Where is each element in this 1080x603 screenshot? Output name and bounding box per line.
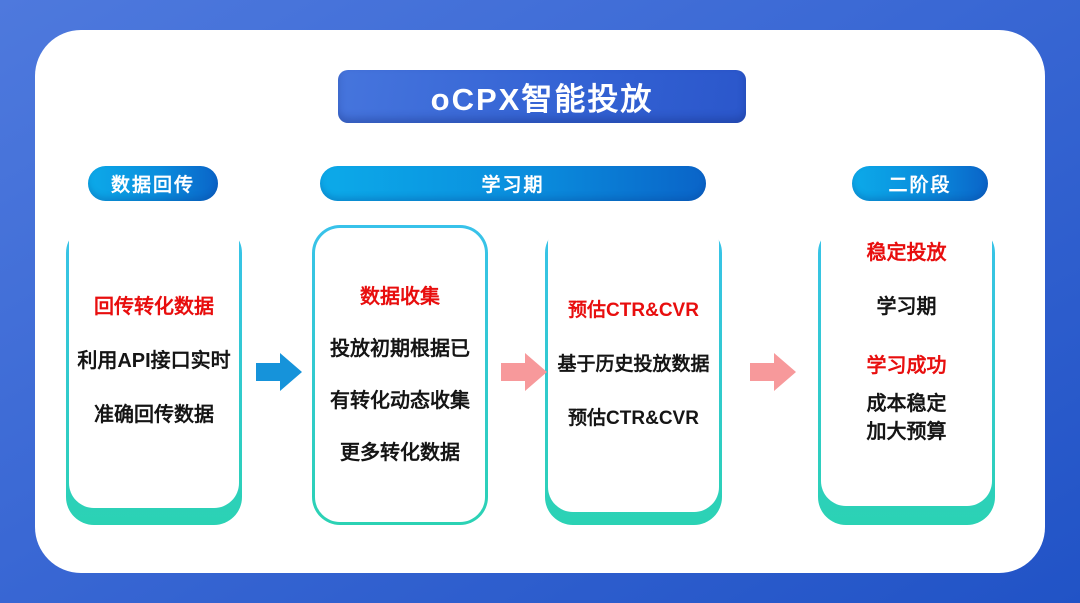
diagram-title: oCPX智能投放 <box>430 82 654 117</box>
box-text-line: 准确回传数据 <box>94 404 214 426</box>
box-text-line: 学习成功 <box>866 355 947 377</box>
box-text-line: 有转化动态收集 <box>330 390 470 412</box>
flow-box-content: 稳定投放学习期学习成功成本稳定加大预算 <box>821 212 992 506</box>
box-text-line: 投放初期根据已 <box>330 338 470 360</box>
stage-label-phase-two: 二阶段 <box>852 166 988 201</box>
stage-label-text: 数据回传 <box>110 175 195 196</box>
box-text-line: 利用API接口实时 <box>77 350 231 372</box>
flow-box-stable-delivery: 稳定投放学习期学习成功成本稳定加大预算 <box>818 212 995 525</box>
box-text-line: 回传转化数据 <box>94 296 214 318</box>
flow-box-content: 回传转化数据利用API接口实时准确回传数据 <box>69 214 239 508</box>
box-text-line: 预估CTR&CVR <box>568 300 699 321</box>
diagram-title-banner: oCPX智能投放 <box>338 70 746 123</box>
stage-label-text: 学习期 <box>481 175 545 196</box>
right-arrow-icon <box>256 353 302 391</box>
flow-box-data-collection: 数据收集投放初期根据已有转化动态收集更多转化数据 <box>312 225 488 525</box>
flow-box-data-return: 回传转化数据利用API接口实时准确回传数据 <box>66 214 242 525</box>
stage-label-data-return: 数据回传 <box>88 166 218 201</box>
flow-box-ctr-cvr-estimation: 预估CTR&CVR 基于历史投放数据预估CTR&CVR <box>545 218 722 525</box>
box-text-line: 学习期 <box>876 296 937 318</box>
flow-box-content: 预估CTR&CVR 基于历史投放数据预估CTR&CVR <box>548 218 719 512</box>
flow-box-content: 数据收集投放初期根据已有转化动态收集更多转化数据 <box>315 228 485 522</box>
box-text-line: 基于历史投放数据 <box>557 354 710 375</box>
box-text-line: 加大预算 <box>866 421 947 443</box>
box-text-line: 成本稳定 <box>866 393 947 415</box>
stage-label-text: 二阶段 <box>888 175 952 196</box>
box-text-line: 稳定投放 <box>866 242 947 264</box>
right-arrow-icon <box>501 353 547 391</box>
box-text-line: 更多转化数据 <box>340 442 460 464</box>
box-text-line: 预估CTR&CVR <box>568 408 699 429</box>
box-text-line: 数据收集 <box>360 286 440 308</box>
stage-label-learning-period: 学习期 <box>320 166 706 201</box>
right-arrow-icon <box>750 353 796 391</box>
